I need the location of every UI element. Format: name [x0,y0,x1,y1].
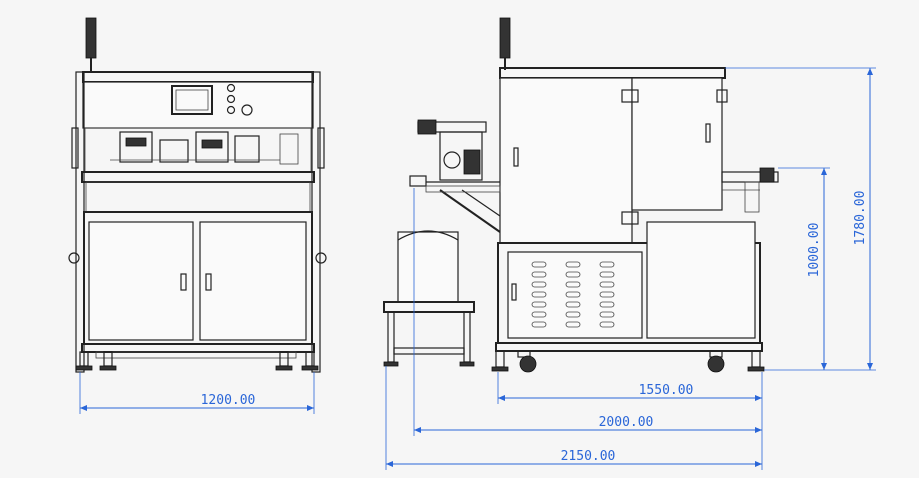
vent-panel [507,251,643,339]
control-buttons [226,83,253,116]
door-handle-icon [513,147,519,167]
mechanism-area [84,127,312,173]
work-table [81,171,315,183]
signal-tower-icon [499,17,511,70]
dim-side-total-width-a: 2000.00 [599,415,654,430]
side-enclosure-panel [499,77,633,244]
door-handle-icon [705,123,711,143]
hmi-screen [171,85,213,115]
side-enclosure-door [631,77,723,211]
top-enclosure [82,81,314,129]
feeder-unit [409,119,501,233]
dim-front-width: 1200.00 [201,393,256,408]
side-view [383,17,779,373]
dim-side-body-width: 1550.00 [639,383,694,398]
dimension-lines: 1200.00 1550.00 2000.00 2150.00 1000.00 … [79,67,876,470]
press-heads [110,131,299,165]
caster-wheels [491,350,765,373]
vent-slots [531,261,615,328]
door-handle-icon [180,273,187,291]
cabinet-door-left [88,221,194,341]
side-cabinet-door [646,221,756,339]
dim-total-height: 1780.00 [853,191,868,246]
front-view [68,17,327,373]
leveling-feet [75,351,319,371]
signal-tower-icon [85,17,97,72]
cabinet-door-right [199,221,307,341]
dim-side-total-width-b: 2150.00 [561,449,616,464]
material-bin-stand [383,230,475,367]
dim-table-height: 1000.00 [807,223,822,278]
door-handle-icon [205,273,212,291]
door-handle-icon [511,283,517,301]
material-bin [397,231,459,303]
